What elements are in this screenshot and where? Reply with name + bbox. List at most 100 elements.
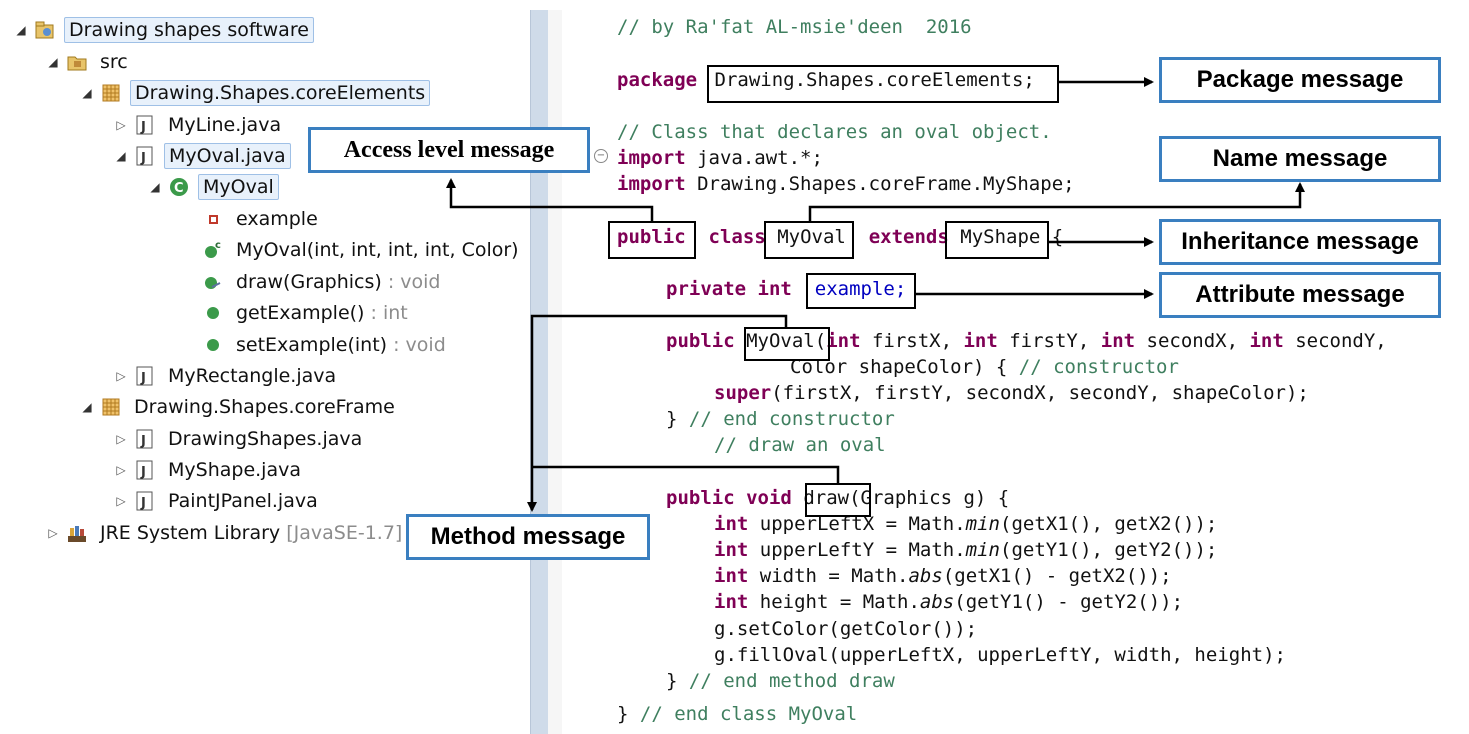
package-explorer: ◢ Drawing shapes software ◢ src ◢ Drawin…: [0, 0, 530, 734]
collapsed-arrow-icon[interactable]: ▷: [48, 526, 58, 540]
code-line-super: super(firstX, firstY, secondX, secondY, …: [714, 382, 1309, 404]
tree-label-myline: MyLine.java: [168, 114, 282, 136]
code-line-body4: int height = Math.abs(getY1() - getY2())…: [714, 591, 1184, 613]
highlight-method-name: [805, 483, 871, 517]
svg-text:c: c: [215, 240, 221, 251]
code-line-body3: int width = Math.abs(getX1() - getX2());: [714, 565, 1172, 587]
tree-item-package-coreframe[interactable]: ◢ Drawing.Shapes.coreFrame: [80, 393, 399, 421]
tree-label-jre: JRE System Library [JavaSE-1.7]: [100, 522, 403, 544]
svg-text:J: J: [140, 496, 146, 511]
tree-item-drawingshapes[interactable]: ▷ J DrawingShapes.java: [114, 425, 366, 453]
tree-item-constructor[interactable]: c MyOval(int, int, int, int, Color): [202, 236, 523, 264]
svg-text:J: J: [140, 120, 146, 135]
highlight-attribute: [806, 273, 916, 309]
java-file-icon: J: [134, 365, 156, 387]
code-line-end-method: } // end method draw: [666, 670, 895, 692]
arrow-method-branch: [532, 465, 840, 483]
arrow-name: [808, 182, 1305, 221]
library-icon: [66, 522, 88, 544]
tree-item-myrectangle[interactable]: ▷ J MyRectangle.java: [114, 362, 340, 390]
code-line-body2: int upperLeftY = Math.min(getY1(), getY2…: [714, 539, 1218, 561]
tree-item-src[interactable]: ◢ src: [46, 48, 132, 76]
collapsed-arrow-icon[interactable]: ▷: [116, 494, 126, 508]
code-line-draw-comment: // draw an oval: [714, 434, 886, 456]
tree-item-myshape[interactable]: ▷ J MyShape.java: [114, 456, 305, 484]
tree-label-myoval: MyOval.java: [164, 143, 291, 169]
tree-item-package-coreelements[interactable]: ◢ Drawing.Shapes.coreElements: [80, 79, 431, 107]
tree-item-method-draw[interactable]: draw(Graphics) : void: [202, 268, 445, 296]
callout-access-level-message: Access level message: [308, 127, 590, 173]
constructor-icon: c: [202, 239, 224, 261]
tree-label-myshape: MyShape.java: [168, 459, 301, 481]
class-icon: C: [168, 176, 190, 198]
expanded-arrow-icon[interactable]: ◢: [116, 149, 126, 163]
callout-name-message: Name message: [1159, 136, 1441, 182]
tree-label-package-coreframe: Drawing.Shapes.coreFrame: [134, 396, 395, 418]
code-line-body5: g.setColor(getColor());: [714, 618, 978, 640]
tree-item-myoval[interactable]: ◢ J MyOval.java: [114, 142, 291, 170]
tree-item-project[interactable]: ◢ Drawing shapes software: [14, 16, 314, 44]
tree-item-myline[interactable]: ▷ J MyLine.java: [114, 111, 285, 139]
callout-method-message: Method message: [406, 514, 650, 560]
code-line-import2: import Drawing.Shapes.coreFrame.MyShape;: [617, 173, 1075, 195]
public-method-icon: [202, 334, 224, 356]
collapsed-arrow-icon[interactable]: ▷: [116, 118, 126, 132]
code-line-author-comment: // by Ra'fat AL-msie'deen 2016: [617, 16, 972, 38]
tree-item-method-getexample[interactable]: getExample() : int: [202, 299, 412, 327]
public-method-icon: [202, 302, 224, 324]
code-line-package: package Drawing.Shapes.coreElements;: [617, 69, 1035, 91]
expanded-arrow-icon[interactable]: ◢: [16, 23, 26, 37]
callout-attribute-message: Attribute message: [1159, 272, 1441, 318]
tree-item-paintjpanel[interactable]: ▷ J PaintJPanel.java: [114, 487, 322, 515]
package-icon: [100, 82, 122, 104]
code-line-end-ctor: } // end constructor: [666, 408, 895, 430]
code-line-end-class: } // end class MyOval: [617, 703, 858, 725]
collapsed-arrow-icon[interactable]: ▷: [116, 369, 126, 383]
collapsed-arrow-icon[interactable]: ▷: [116, 463, 126, 477]
java-file-icon: J: [134, 114, 156, 136]
tree-label-src: src: [100, 51, 128, 73]
tree-item-jre[interactable]: ▷ JRE System Library [JavaSE-1.7]: [46, 519, 406, 547]
svg-text:J: J: [140, 465, 146, 480]
arrow-access-level: [446, 178, 654, 221]
callout-package-message: Package message: [1159, 57, 1441, 103]
tree-item-field-example[interactable]: example: [202, 205, 322, 233]
highlight-class-name: [764, 221, 854, 259]
highlight-constructor-name: [744, 327, 830, 361]
tree-label-package-coreelements: Drawing.Shapes.coreElements: [130, 80, 431, 106]
code-line-field: private int example;: [666, 278, 907, 300]
code-line-import1: import java.awt.*;: [617, 147, 823, 169]
tree-label-myrectangle: MyRectangle.java: [168, 365, 337, 387]
code-line-body1: int upperLeftX = Math.min(getX1(), getX2…: [714, 513, 1218, 535]
java-file-icon: J: [134, 428, 156, 450]
expanded-arrow-icon[interactable]: ◢: [48, 55, 58, 69]
tree-label-project: Drawing shapes software: [64, 17, 314, 43]
expanded-arrow-icon[interactable]: ◢: [150, 180, 160, 194]
code-line-ctor1: public MyOval(int firstX, int firstY, in…: [666, 330, 1387, 352]
java-file-icon: J: [134, 459, 156, 481]
arrow-method: [527, 314, 788, 512]
tree-item-method-setexample[interactable]: setExample(int) : void: [202, 331, 450, 359]
project-icon: [34, 19, 56, 41]
java-file-icon: J: [134, 490, 156, 512]
svg-text:J: J: [140, 151, 146, 166]
highlight-package-name: [707, 65, 1059, 103]
tree-label-drawingshapes: DrawingShapes.java: [168, 428, 363, 450]
source-folder-icon: [66, 51, 88, 73]
java-file-icon: J: [134, 145, 156, 167]
abstract-method-icon: [202, 271, 224, 293]
svg-text:J: J: [140, 434, 146, 449]
tree-item-class-myoval[interactable]: ◢ C MyOval: [148, 173, 279, 201]
expanded-arrow-icon[interactable]: ◢: [82, 400, 92, 414]
tree-label-method-setexample: setExample(int) : void: [236, 334, 446, 356]
code-line-class-comment: // Class that declares an oval object.: [617, 121, 1052, 143]
svg-text:J: J: [140, 371, 146, 386]
tree-label-field-example: example: [236, 208, 318, 230]
expanded-arrow-icon[interactable]: ◢: [82, 86, 92, 100]
fold-icon[interactable]: −: [594, 149, 608, 163]
tree-label-constructor: MyOval(int, int, int, int, Color): [236, 239, 519, 261]
collapsed-arrow-icon[interactable]: ▷: [116, 432, 126, 446]
highlight-public-modifier: [608, 221, 696, 259]
